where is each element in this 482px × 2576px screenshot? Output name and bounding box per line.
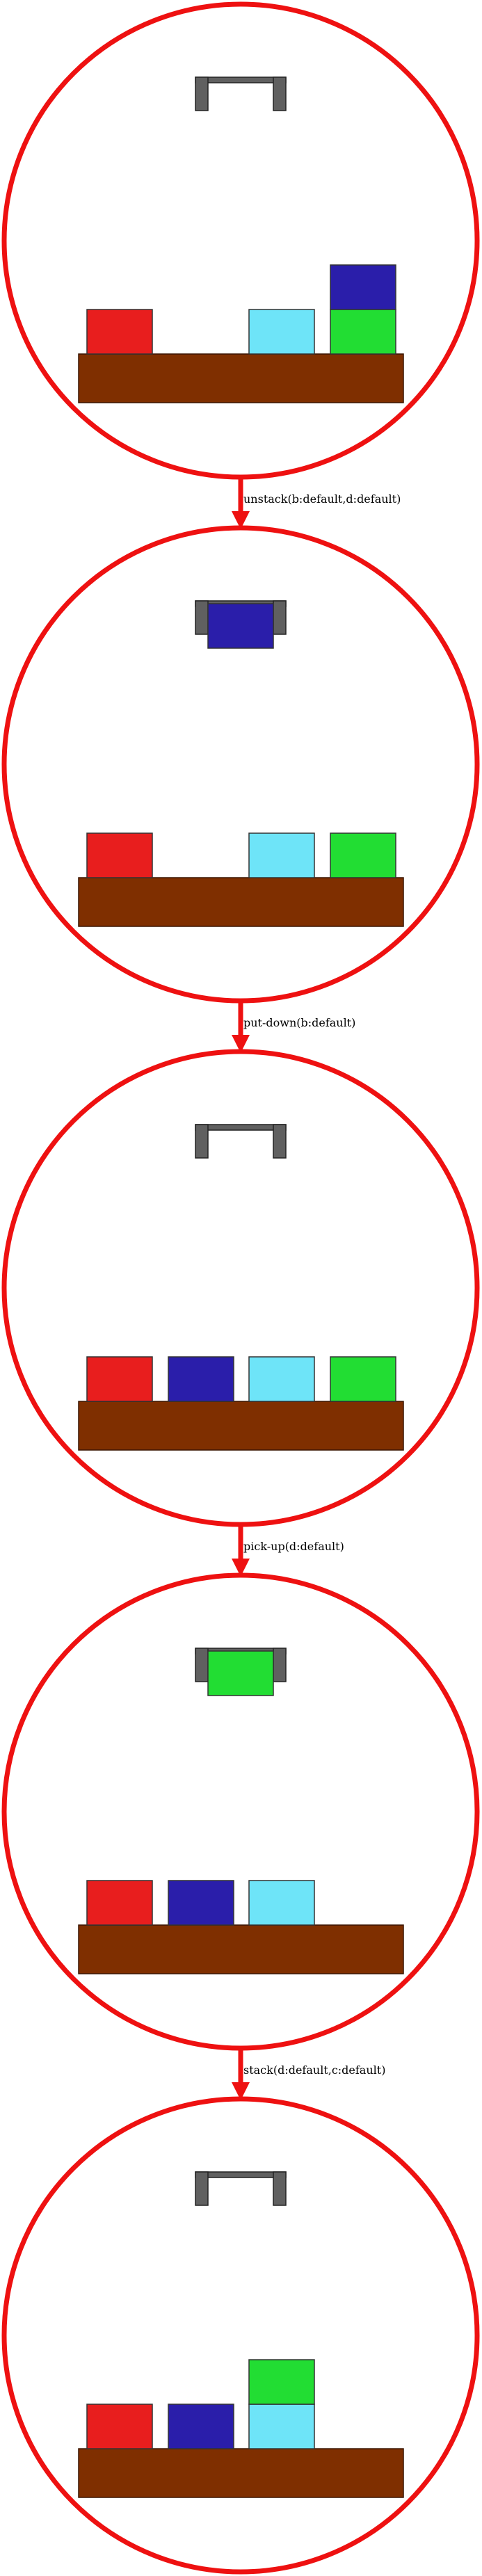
gripper-right-finger <box>273 2171 287 2206</box>
gripper-left-finger <box>195 600 209 635</box>
block-a <box>86 1356 153 1402</box>
gripper-right-finger <box>273 600 287 635</box>
held-block-b <box>207 603 274 649</box>
gripper-left-finger <box>195 77 209 111</box>
table <box>78 353 404 403</box>
gripper-right-finger <box>273 1648 287 1682</box>
state-4 <box>1 1572 480 2051</box>
transition-3: pick-up(d:default) <box>232 1524 344 1577</box>
block-b <box>168 2404 234 2449</box>
block-c <box>248 2404 315 2449</box>
state-circle <box>1 1 480 480</box>
block-c <box>248 832 315 878</box>
block-d <box>330 309 396 355</box>
action-label: pick-up(d:default) <box>243 1540 344 1553</box>
state-circle <box>1 525 480 1004</box>
transition-arrowhead <box>232 511 250 529</box>
transition-4: stack(d:default,c:default) <box>232 2048 385 2100</box>
state-3 <box>1 1049 480 1527</box>
gripper-bar <box>195 77 287 83</box>
state-5 <box>1 2096 480 2575</box>
table <box>78 1401 404 1451</box>
block-b <box>168 1356 234 1402</box>
block-c <box>248 1356 315 1402</box>
gripper-left-finger <box>195 2171 209 2206</box>
block-b <box>168 1880 234 1926</box>
gripper-right-finger <box>273 77 287 111</box>
gripper-bar <box>195 2171 287 2178</box>
action-label: put-down(b:default) <box>243 1016 355 1029</box>
gripper-right-finger <box>273 1124 287 1159</box>
gripper-left-finger <box>195 1124 209 1159</box>
gripper <box>195 2171 287 2206</box>
state-2 <box>1 525 480 1004</box>
block-a <box>86 2404 153 2449</box>
state-circle <box>1 1572 480 2051</box>
block-c <box>248 1880 315 1926</box>
table <box>78 877 404 927</box>
transition-arrowhead <box>232 1559 250 1577</box>
held-block-d <box>207 1650 274 1696</box>
block-b <box>330 264 396 310</box>
state-circle <box>1 1049 480 1527</box>
state-1 <box>1 1 480 480</box>
block-d <box>330 832 396 878</box>
action-label: stack(d:default,c:default) <box>243 2063 385 2077</box>
block-d <box>330 1356 396 1402</box>
transition-arrowhead <box>232 1035 250 1053</box>
gripper-left-finger <box>195 1648 209 1682</box>
gripper-bar <box>195 1124 287 1131</box>
block-d <box>248 2359 315 2405</box>
transition-2: put-down(b:default) <box>232 1001 355 1053</box>
table <box>78 2448 404 2498</box>
block-a <box>86 832 153 878</box>
state-circle <box>1 2096 480 2575</box>
block-c <box>248 309 315 355</box>
transition-1: unstack(b:default,d:default) <box>232 477 401 529</box>
block-a <box>86 309 153 355</box>
table <box>78 1924 404 1974</box>
block-a <box>86 1880 153 1926</box>
gripper <box>195 77 287 111</box>
action-label: unstack(b:default,d:default) <box>243 492 401 506</box>
transition-arrowhead <box>232 2082 250 2100</box>
gripper <box>195 1124 287 1159</box>
